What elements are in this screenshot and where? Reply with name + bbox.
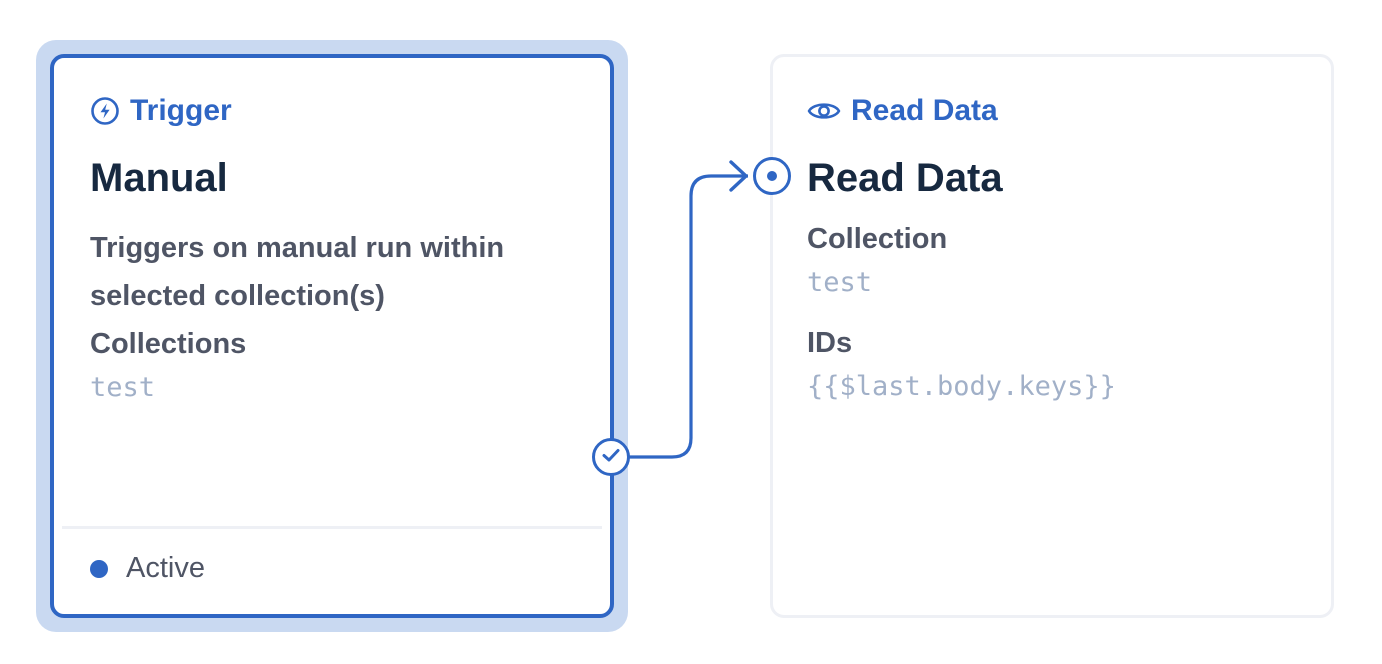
read-data-node-title: Read Data xyxy=(807,156,1003,200)
trigger-status: Active xyxy=(90,552,205,585)
collections-value: test xyxy=(90,372,156,403)
status-dot-icon xyxy=(90,559,108,578)
trigger-type-label: Trigger xyxy=(130,94,232,127)
read-data-node-card[interactable]: Read Data Read Data Collection test IDs … xyxy=(770,54,1334,618)
collection-label: Collection xyxy=(807,223,948,255)
eye-icon xyxy=(807,99,841,123)
trigger-output-port[interactable] xyxy=(592,438,630,476)
trigger-node-card[interactable]: Trigger Manual Triggers on manual run wi… xyxy=(50,54,614,618)
read-data-node-type: Read Data xyxy=(807,94,998,128)
read-data-type-label: Read Data xyxy=(851,94,998,127)
lightning-bolt-icon xyxy=(90,96,120,126)
trigger-node-description: Triggers on manual run within selected c… xyxy=(90,232,505,312)
chevron-right-icon xyxy=(729,160,748,192)
read-data-input-port[interactable] xyxy=(753,157,791,195)
ids-value: {{$last.body.keys}} xyxy=(807,371,1116,402)
input-dot-icon xyxy=(767,171,777,181)
status-label: Active xyxy=(126,552,205,584)
collection-value: test xyxy=(807,267,873,298)
trigger-node-title: Manual xyxy=(90,156,228,200)
ids-label: IDs xyxy=(807,327,853,359)
check-icon xyxy=(601,447,621,468)
card-divider xyxy=(62,526,602,529)
trigger-node-type: Trigger xyxy=(90,94,232,128)
collections-label: Collections xyxy=(90,328,247,360)
